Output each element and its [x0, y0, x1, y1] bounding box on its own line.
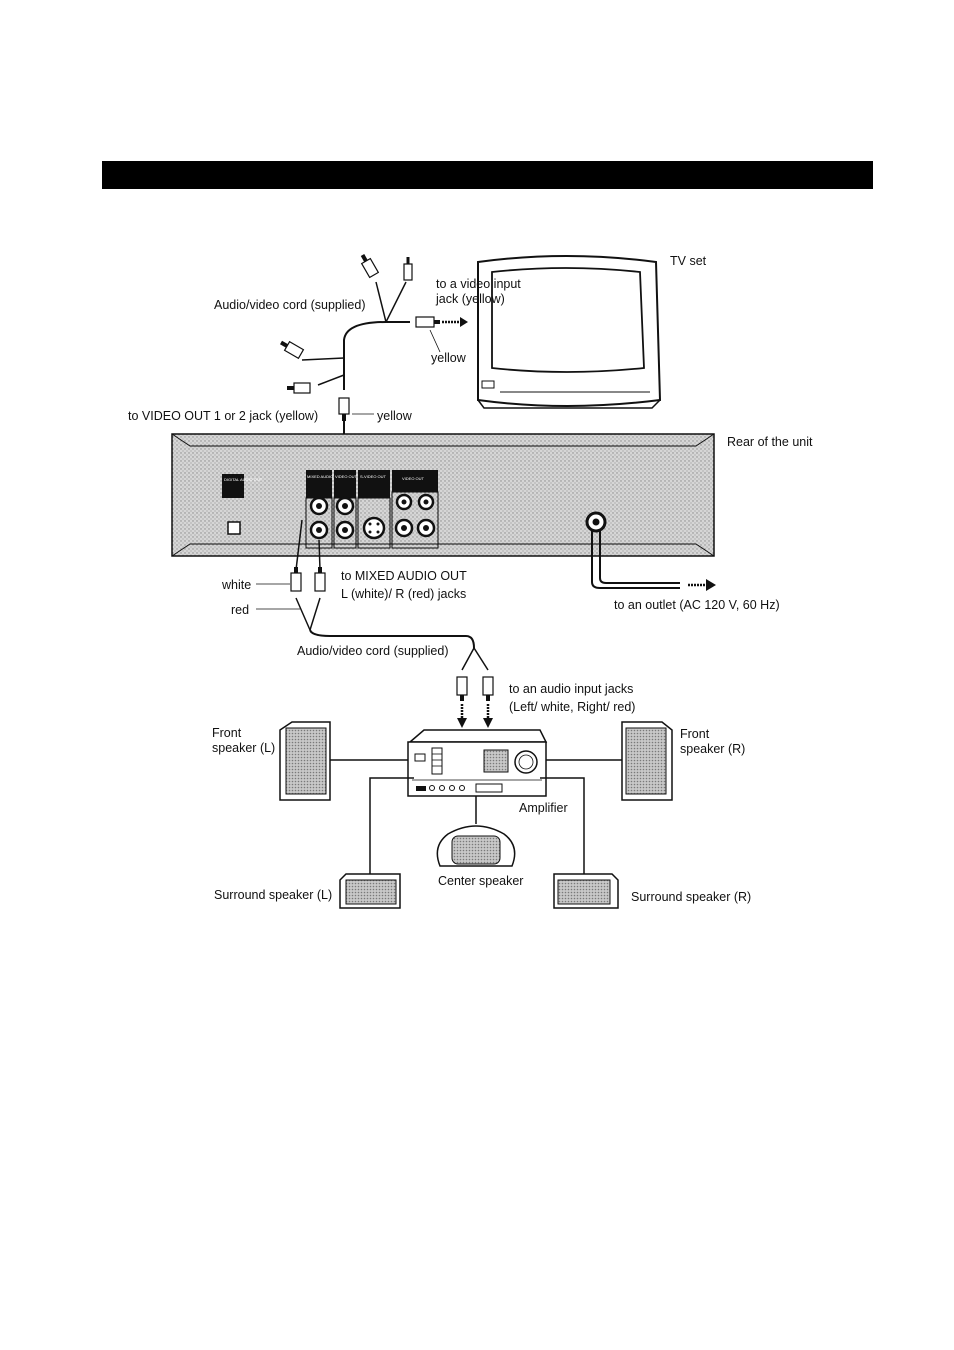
label-front-left-1: Front	[212, 726, 242, 740]
label-white: white	[222, 578, 252, 592]
av-cord-bottom	[295, 519, 489, 671]
rca-plug-amp-right	[482, 676, 494, 701]
rca-plug-left-b	[287, 382, 311, 394]
arrow-down-left-icon	[457, 704, 467, 728]
panel-s-video-out: S-VIDEO OUT	[360, 474, 387, 479]
rca-plug-tv	[415, 316, 440, 328]
power-cord	[591, 530, 680, 589]
label-to-video-input-1: to a video input	[436, 277, 521, 291]
label-av-cord-bottom: Audio/video cord (supplied)	[297, 644, 449, 658]
rca-plug-left-a	[280, 340, 305, 360]
label-to-video-input-2: jack (yellow)	[436, 292, 505, 306]
surround-speaker-right	[553, 873, 619, 909]
rca-plug-video-out	[338, 397, 350, 421]
label-tv-set: TV set	[670, 254, 707, 268]
surround-speaker-left	[339, 873, 401, 909]
rca-plug-top-a	[360, 254, 380, 279]
label-to-mixed-audio-2: L (white)/ R (red) jacks	[341, 587, 467, 601]
arrow-to-outlet-icon	[688, 579, 716, 591]
label-rear-of-unit: Rear of the unit	[727, 435, 813, 449]
label-to-outlet: to an outlet (AC 120 V, 60 Hz)	[614, 598, 780, 612]
label-to-mixed-audio-1: to MIXED AUDIO OUT	[341, 569, 467, 583]
center-speaker	[436, 825, 516, 867]
label-front-right-1: Front	[680, 727, 710, 741]
section-header-bar	[102, 161, 873, 189]
panel-video-out-2: VIDEO OUT	[402, 476, 425, 481]
label-amplifier: Amplifier	[519, 801, 568, 815]
label-yellow-cord: yellow	[377, 409, 412, 423]
yellow-tv-leader	[429, 329, 441, 353]
front-speaker-right	[621, 721, 673, 801]
label-to-audio-input-1: to an audio input jacks	[509, 682, 634, 696]
rca-plug-red	[314, 567, 326, 592]
label-front-right-2: speaker (R)	[680, 742, 746, 756]
label-front-left-2: speaker (L)	[212, 741, 276, 755]
av-cord-top	[301, 281, 410, 450]
label-red: red	[231, 603, 250, 617]
arrow-down-right-icon	[483, 704, 493, 728]
label-to-video-out: to VIDEO OUT 1 or 2 jack (yellow)	[128, 409, 319, 423]
amplifier	[407, 729, 548, 797]
label-av-cord-top: Audio/video cord (supplied)	[214, 298, 366, 312]
speaker-wires	[330, 759, 622, 874]
panel-digital-audio-out: DIGITAL AUDIO OUT	[224, 477, 263, 482]
label-yellow-tv: yellow	[431, 351, 466, 365]
label-center-speaker: Center speaker	[438, 874, 524, 888]
rca-plug-amp-left	[456, 676, 468, 701]
label-surround-right: Surround speaker (R)	[631, 890, 752, 904]
tv-set	[477, 255, 662, 409]
label-to-audio-input-2: (Left/ white, Right/ red)	[509, 700, 636, 714]
panel-video-out: VIDEO OUT	[335, 474, 358, 479]
rca-plug-white	[290, 567, 302, 592]
label-surround-left: Surround speaker (L)	[214, 888, 333, 902]
panel-mixed-audio-out: MIXED AUDIO OUT	[307, 474, 343, 479]
front-speaker-left	[279, 721, 331, 801]
rear-of-unit: DIGITAL AUDIO OUT MIXED AUDIO OUT VIDEO …	[171, 433, 715, 557]
arrow-to-tv-icon	[442, 317, 468, 327]
rca-plug-top-b	[403, 257, 413, 281]
